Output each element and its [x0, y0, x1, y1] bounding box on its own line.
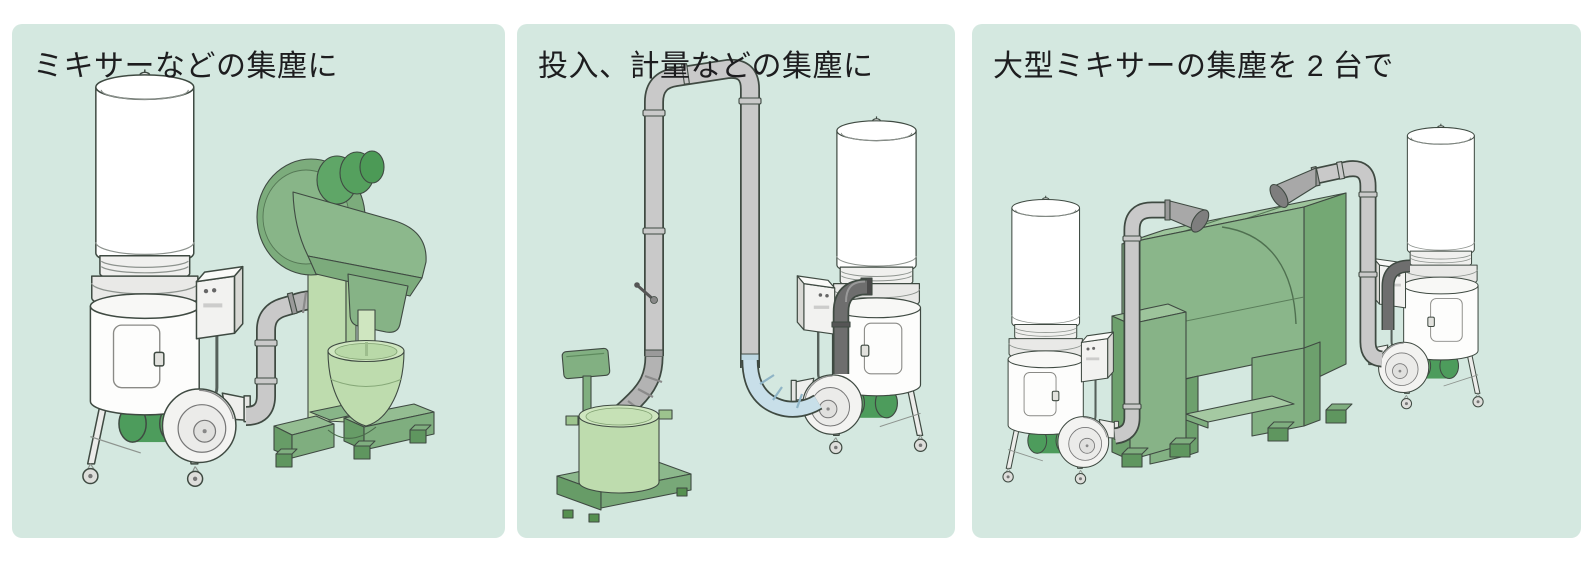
- mixer-base: [273, 399, 435, 468]
- mixer-foot: [1267, 421, 1295, 442]
- panel-title: 大型ミキサーの集塵を 2 台で: [993, 50, 1394, 83]
- dust-collector: [81, 67, 252, 488]
- blue-flex-duct: [740, 353, 823, 418]
- dust-collector-right: [1367, 122, 1485, 410]
- mixer-dust-collection-illustration: [81, 67, 435, 488]
- mixer-foot: [1169, 437, 1197, 458]
- mixing-bowl: [327, 339, 405, 427]
- base-foot: [409, 424, 432, 444]
- overhead-duct: [634, 58, 762, 368]
- panel-title: 投入、計量などの集塵に: [538, 50, 874, 83]
- suction-hood-left: [1164, 199, 1210, 233]
- suction-hood-right: [1269, 166, 1321, 209]
- panel-large-mixer-two-collectors: 大型ミキサーの集塵を 2 台で: [972, 24, 1581, 538]
- panel-loading-weighing-dust-collection: 投入、計量などの集塵に: [517, 24, 955, 538]
- weighing-drum: [565, 404, 673, 494]
- planetary-mixer: [256, 150, 435, 468]
- suction-pipe-right: [1269, 160, 1384, 368]
- suction-pipe: [245, 294, 297, 426]
- mixer-foot: [1325, 403, 1353, 424]
- large-ribbon-mixer: [1111, 192, 1353, 468]
- loading-weighing-illustration: [556, 58, 928, 523]
- mixer-foot: [1121, 447, 1149, 468]
- panel-mixer-dust-collection: ミキサーなどの集塵に: [12, 24, 505, 538]
- mixer-motor: [316, 150, 385, 205]
- platform-scale: [556, 347, 692, 523]
- damper-handle: [634, 282, 658, 304]
- base-foot: [353, 440, 376, 460]
- dark-duct-elbow: [831, 277, 873, 374]
- dark-duct-elbow: [1381, 259, 1411, 330]
- large-mixer-illustration: [1001, 122, 1485, 485]
- scale-display: [561, 347, 611, 380]
- suction-pipe-left: [1113, 199, 1210, 445]
- base-foot: [275, 448, 298, 468]
- panel-title: ミキサーなどの集塵に: [33, 50, 338, 83]
- dust-collector-left: [1001, 194, 1120, 485]
